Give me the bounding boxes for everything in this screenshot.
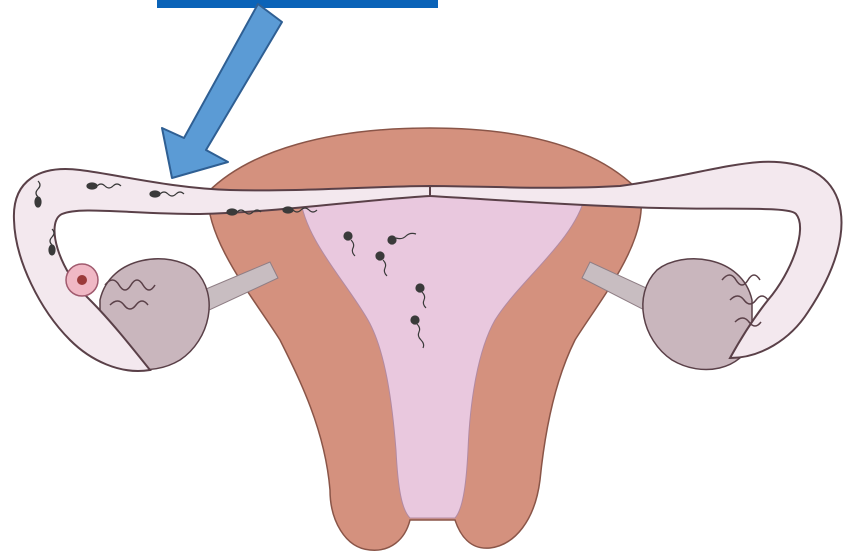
arrow-icon [162, 4, 282, 178]
egg-icon [66, 264, 98, 296]
